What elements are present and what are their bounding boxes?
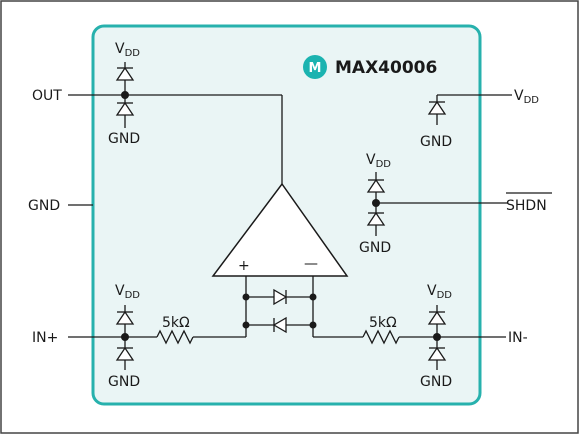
bridge-junction-2	[309, 293, 317, 301]
vdd-label-in-plus: VDD	[115, 283, 140, 301]
pin-in-plus-label: IN+	[32, 330, 58, 346]
vdd-label-out: VDD	[115, 41, 140, 59]
logo-glyph: M	[309, 61, 322, 76]
pin-gnd-label: GND	[28, 198, 60, 214]
gnd-label-in-minus: GND	[420, 374, 452, 390]
pin-out-label: OUT	[32, 88, 62, 104]
gnd-label-vdd: GND	[420, 134, 452, 150]
bridge-junction-4	[309, 321, 317, 329]
opamp-triangle	[211, 182, 349, 277]
resistor-right	[362, 329, 400, 345]
out-junction	[121, 91, 129, 99]
pin-shdn-label: SHDN	[506, 198, 547, 214]
opamp-plus-label: +	[238, 258, 250, 274]
in-plus-junction	[121, 333, 129, 341]
opamp-minus-label: —	[304, 256, 318, 272]
shdn-junction	[372, 199, 380, 207]
vdd-label-shdn: VDD	[366, 152, 391, 170]
resistor-left	[156, 329, 194, 345]
part-name: MAX40006	[335, 58, 437, 78]
bridge-junction-1	[242, 293, 250, 301]
resistor-left-label: 5kΩ	[162, 315, 190, 331]
in-minus-junction	[433, 333, 441, 341]
resistor-right-label: 5kΩ	[369, 315, 397, 331]
gnd-label-shdn: GND	[359, 240, 391, 256]
gnd-label-in-plus: GND	[108, 374, 140, 390]
vdd-label-in-minus: VDD	[427, 283, 452, 301]
bridge-junction-3	[242, 321, 250, 329]
gnd-label-out: GND	[108, 131, 140, 147]
pin-vdd-label: VDD	[514, 88, 539, 106]
pin-in-minus-label: IN-	[508, 330, 528, 346]
maxim-logo-icon	[303, 55, 327, 79]
